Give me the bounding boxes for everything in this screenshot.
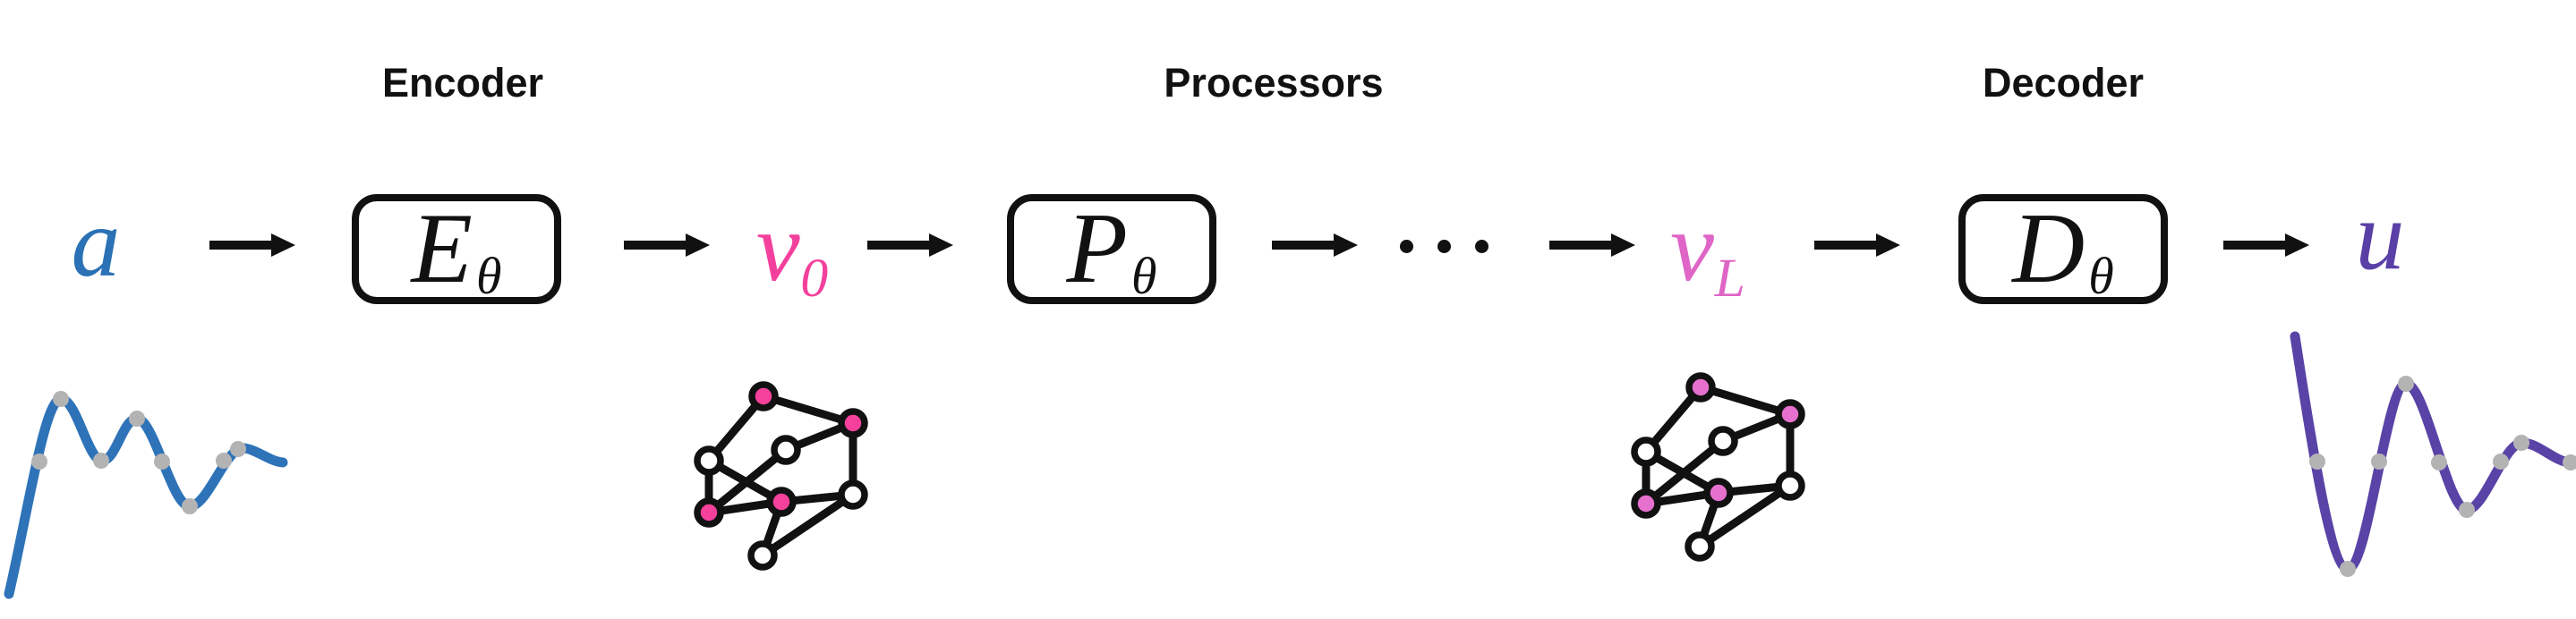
latent-symbol-vL: vL (1670, 198, 1745, 307)
decoder-label: Decoder (1982, 60, 2145, 106)
output-symbol-u: u (2356, 186, 2405, 284)
ellipsis-dot (1437, 240, 1451, 253)
graph-vL-icon (1631, 372, 1805, 562)
flow-arrow-icon (867, 233, 953, 257)
processor-operator-subscript: θ (1130, 246, 1157, 305)
encoder-operator-symbol: E (411, 193, 473, 305)
latent-v0-base: v (755, 191, 800, 301)
flow-arrow-icon (1549, 233, 1635, 257)
flow-arrow-icon (209, 233, 295, 257)
decoder-operator-symbol: D (2012, 193, 2086, 305)
ellipsis-dot (1475, 240, 1488, 253)
encoder-label: Encoder (381, 60, 544, 106)
latent-vL-subscript: L (1714, 248, 1745, 310)
processor-operator-symbol: P (1066, 193, 1128, 305)
latent-symbol-v0: v0 (756, 198, 828, 307)
latent-vL-base: v (1670, 191, 1714, 301)
flow-arrow-icon (1272, 233, 1358, 257)
flow-arrow-icon (2223, 233, 2309, 257)
flow-arrow-icon (1814, 233, 1900, 257)
processors-label: Processors (1164, 60, 1384, 106)
input-symbol-base: a (71, 188, 121, 297)
output-function-curve (2290, 331, 2576, 577)
ellipsis-icon (1400, 240, 1488, 253)
flow-arrow-icon (624, 233, 710, 257)
input-function-curve (4, 391, 288, 599)
ellipsis-dot (1400, 240, 1413, 253)
input-symbol-a: a (72, 193, 121, 292)
graph-v0-icon (694, 381, 868, 571)
output-symbol-base: u (2355, 181, 2405, 290)
decoder-operator-subscript: θ (2088, 246, 2114, 305)
encoder-operator-subscript: θ (475, 246, 502, 305)
latent-v0-subscript: 0 (800, 248, 829, 310)
